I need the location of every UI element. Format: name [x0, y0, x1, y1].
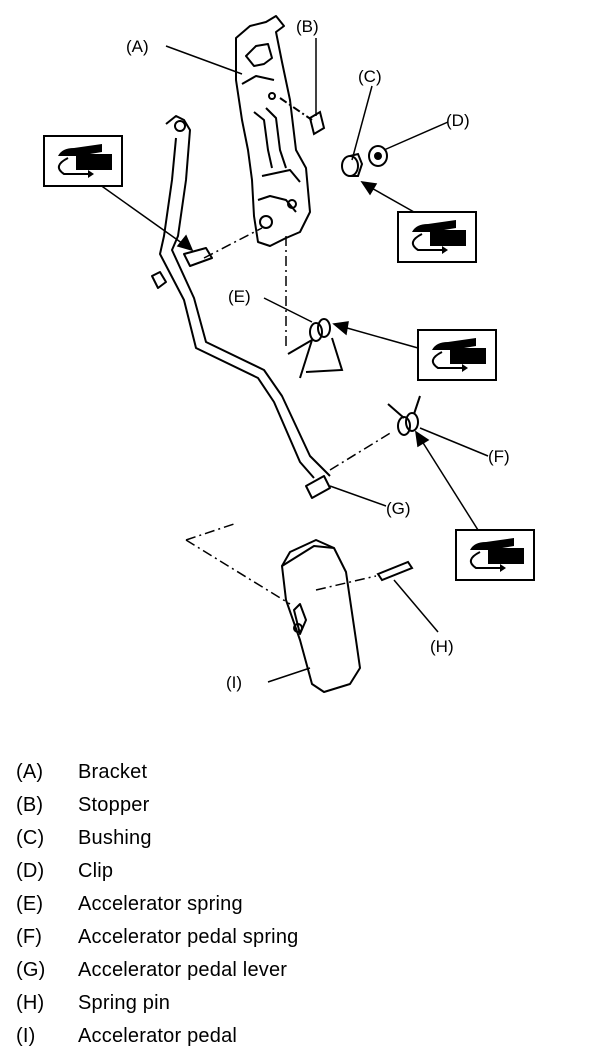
legend-item: (H) Spring pin	[16, 987, 576, 1020]
legend-item: (F) Accelerator pedal spring	[16, 921, 576, 954]
legend-key: (G)	[16, 959, 46, 981]
clip-part	[368, 145, 388, 167]
legend-key: (C)	[16, 827, 45, 849]
legend-key: (H)	[16, 992, 45, 1014]
callout-e: (E)	[228, 287, 251, 306]
legend-label: Clip	[78, 860, 114, 882]
accelerator-pedal-lever-part	[151, 115, 331, 499]
parts-legend: (A) Bracket (B) Stopper (C) Bushing (D) …	[16, 756, 576, 1053]
callout-a: (A)	[126, 37, 149, 56]
grease-arrows	[95, 181, 479, 531]
accelerator-pedal-spring-part	[387, 395, 421, 436]
grease-application-icon	[397, 211, 477, 263]
legend-key: (D)	[16, 860, 45, 882]
legend-label: Accelerator pedal	[78, 1025, 238, 1047]
legend-item: (E) Accelerator spring	[16, 888, 576, 921]
legend-key: (E)	[16, 893, 44, 915]
legend-label: Bracket	[78, 761, 148, 783]
legend-item: (G) Accelerator pedal lever	[16, 954, 576, 987]
legend-label: Spring pin	[78, 992, 171, 1014]
leader-lines	[165, 38, 489, 683]
callout-c: (C)	[358, 67, 382, 86]
callout-d: (D)	[446, 111, 470, 130]
stopper-part	[279, 97, 326, 136]
legend-label: Bushing	[78, 827, 152, 849]
legend-label: Accelerator spring	[78, 893, 243, 915]
assembly-lines	[185, 227, 393, 605]
legend-item: (I) Accelerator pedal	[16, 1020, 576, 1053]
callout-f: (F)	[488, 447, 510, 466]
callout-b: (B)	[296, 17, 319, 36]
callout-i: (I)	[226, 673, 242, 692]
legend-label: Accelerator pedal lever	[78, 959, 288, 981]
legend-item: (D) Clip	[16, 855, 576, 888]
callout-g: (G)	[386, 499, 411, 518]
exploded-parts-diagram: (A) (B) (C) (D) (E) (F) (G) (H) (I)	[43, 15, 535, 693]
legend-key: (F)	[16, 926, 43, 948]
accelerator-spring-part	[287, 318, 344, 379]
bushing-part	[341, 152, 364, 177]
legend-item: (B) Stopper	[16, 789, 576, 822]
legend-label: Stopper	[78, 794, 150, 816]
legend-item: (C) Bushing	[16, 822, 576, 855]
bracket-part	[235, 15, 311, 247]
spring-pin-part	[376, 560, 414, 582]
legend-key: (A)	[16, 761, 44, 783]
legend-key: (I)	[16, 1025, 36, 1047]
grease-application-icon	[455, 529, 535, 581]
accelerator-pedal-part	[281, 539, 361, 693]
legend-label: Accelerator pedal spring	[78, 926, 299, 948]
callout-h: (H)	[430, 637, 454, 656]
grease-application-icon	[417, 329, 497, 381]
grease-application-icon	[43, 135, 123, 187]
legend-key: (B)	[16, 794, 44, 816]
legend-item: (A) Bracket	[16, 756, 576, 789]
